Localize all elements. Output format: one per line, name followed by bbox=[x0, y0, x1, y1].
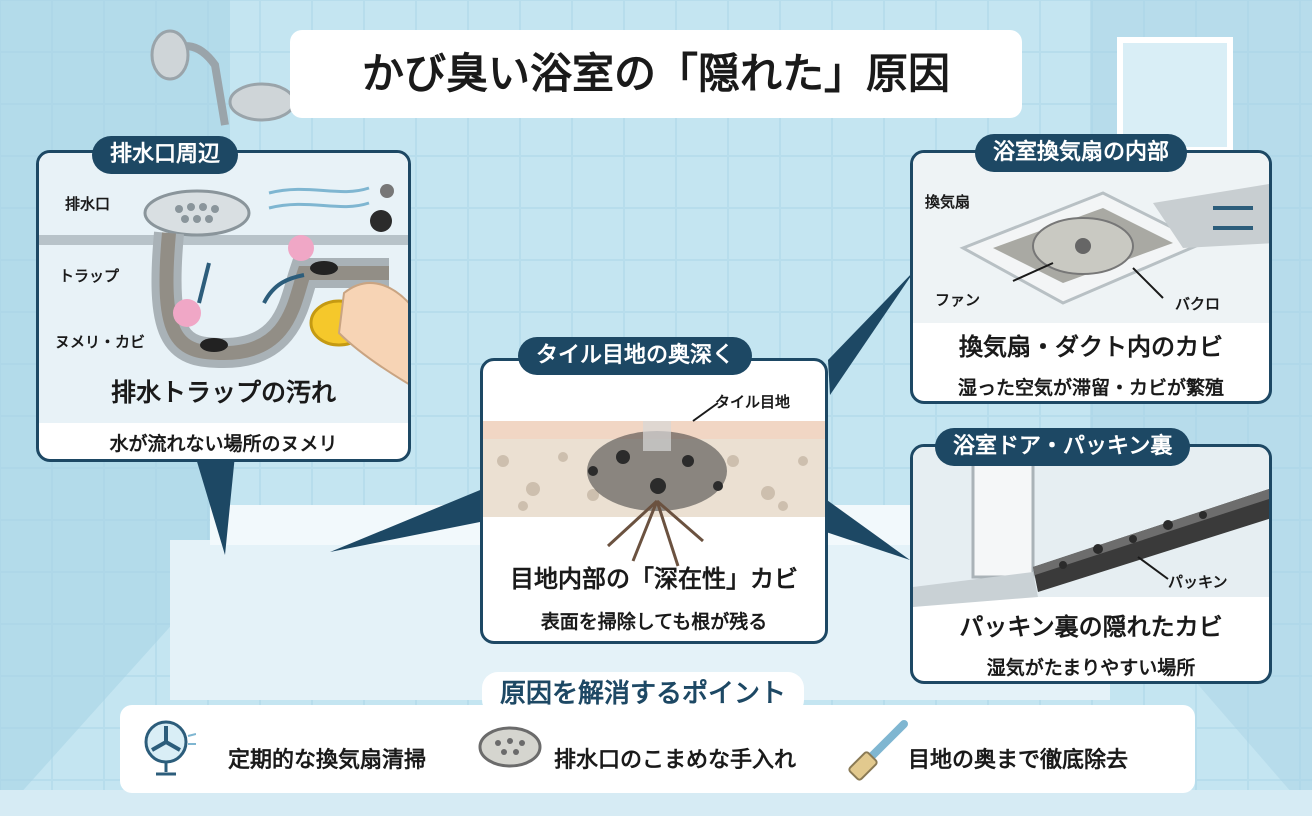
drain-tag: 排水口周辺 bbox=[92, 136, 239, 174]
label-fan: ファン bbox=[935, 291, 981, 309]
label-tile-joint: タイル目地 bbox=[715, 393, 791, 411]
label-drain: 排水口 bbox=[65, 195, 111, 213]
fan-tag: 浴室換気扇の内部 bbox=[975, 134, 1188, 172]
point-text-1: 定期的な換気扇清掃 bbox=[228, 748, 427, 773]
point-text-3: 目地の奥まで徹底除去 bbox=[908, 748, 1129, 773]
tile-subcaption: 表面を掃除しても根が残る bbox=[540, 611, 768, 633]
label-trap: トラップ bbox=[59, 267, 120, 285]
brush-icon bbox=[846, 718, 910, 786]
drain-caption: 排水トラップの汚れ bbox=[110, 378, 336, 407]
fan-panel: 換気扇 ファン バクロ 換気扇・ダクト内のカビ 湿った空気が滞留・カビが繁殖 bbox=[910, 150, 1272, 404]
door-tag: 浴室ドア・パッキン裏 bbox=[935, 428, 1191, 466]
title-banner: かび臭い浴室の「隠れた」原因 bbox=[290, 30, 1022, 118]
label-fan-unit: 換気扇 bbox=[925, 193, 971, 211]
drain-subcaption: 水が流れない場所のヌメリ bbox=[109, 433, 338, 455]
tile-tag: タイル目地の奥深く bbox=[518, 337, 753, 375]
points-heading: 原因を解消するポイント bbox=[482, 672, 805, 716]
tile-joint-illustration bbox=[483, 402, 825, 567]
door-caption: パッキン裏の隠れたカビ bbox=[959, 613, 1223, 641]
fan-caption: 換気扇・ダクト内のカビ bbox=[959, 333, 1223, 361]
fan-subcaption: 湿った空気が滞留・カビが繁殖 bbox=[957, 377, 1224, 399]
door-subcaption: 湿気がたまりやすい場所 bbox=[986, 657, 1196, 679]
drain-cover-icon bbox=[478, 725, 542, 773]
drain-illustration bbox=[39, 153, 408, 423]
label-bacteria: バクロ bbox=[1175, 295, 1221, 313]
fan-illustration bbox=[913, 153, 1269, 323]
drain-panel: 排水口 トラップ ヌメリ・カビ 排水トラップの汚れ 水が流れない場所のヌメリ bbox=[36, 150, 411, 462]
door-packing-illustration bbox=[913, 447, 1269, 607]
tile-panel: タイル目地 目地内部の「深在性」カビ 表面を掃除しても根が残る bbox=[480, 358, 828, 644]
points-bar bbox=[120, 705, 1195, 793]
fan-icon bbox=[140, 716, 197, 784]
tile-caption: 目地内部の「深在性」カビ bbox=[510, 565, 798, 593]
point-text-2: 排水口のこまめな手入れ bbox=[554, 748, 797, 773]
label-packing: パッキン bbox=[1168, 573, 1228, 591]
page-title: かび臭い浴室の「隠れた」原因 bbox=[361, 49, 950, 98]
label-slime: ヌメリ・カビ bbox=[55, 333, 146, 351]
door-panel: パッキン パッキン裏の隠れたカビ 湿気がたまりやすい場所 bbox=[910, 444, 1272, 684]
